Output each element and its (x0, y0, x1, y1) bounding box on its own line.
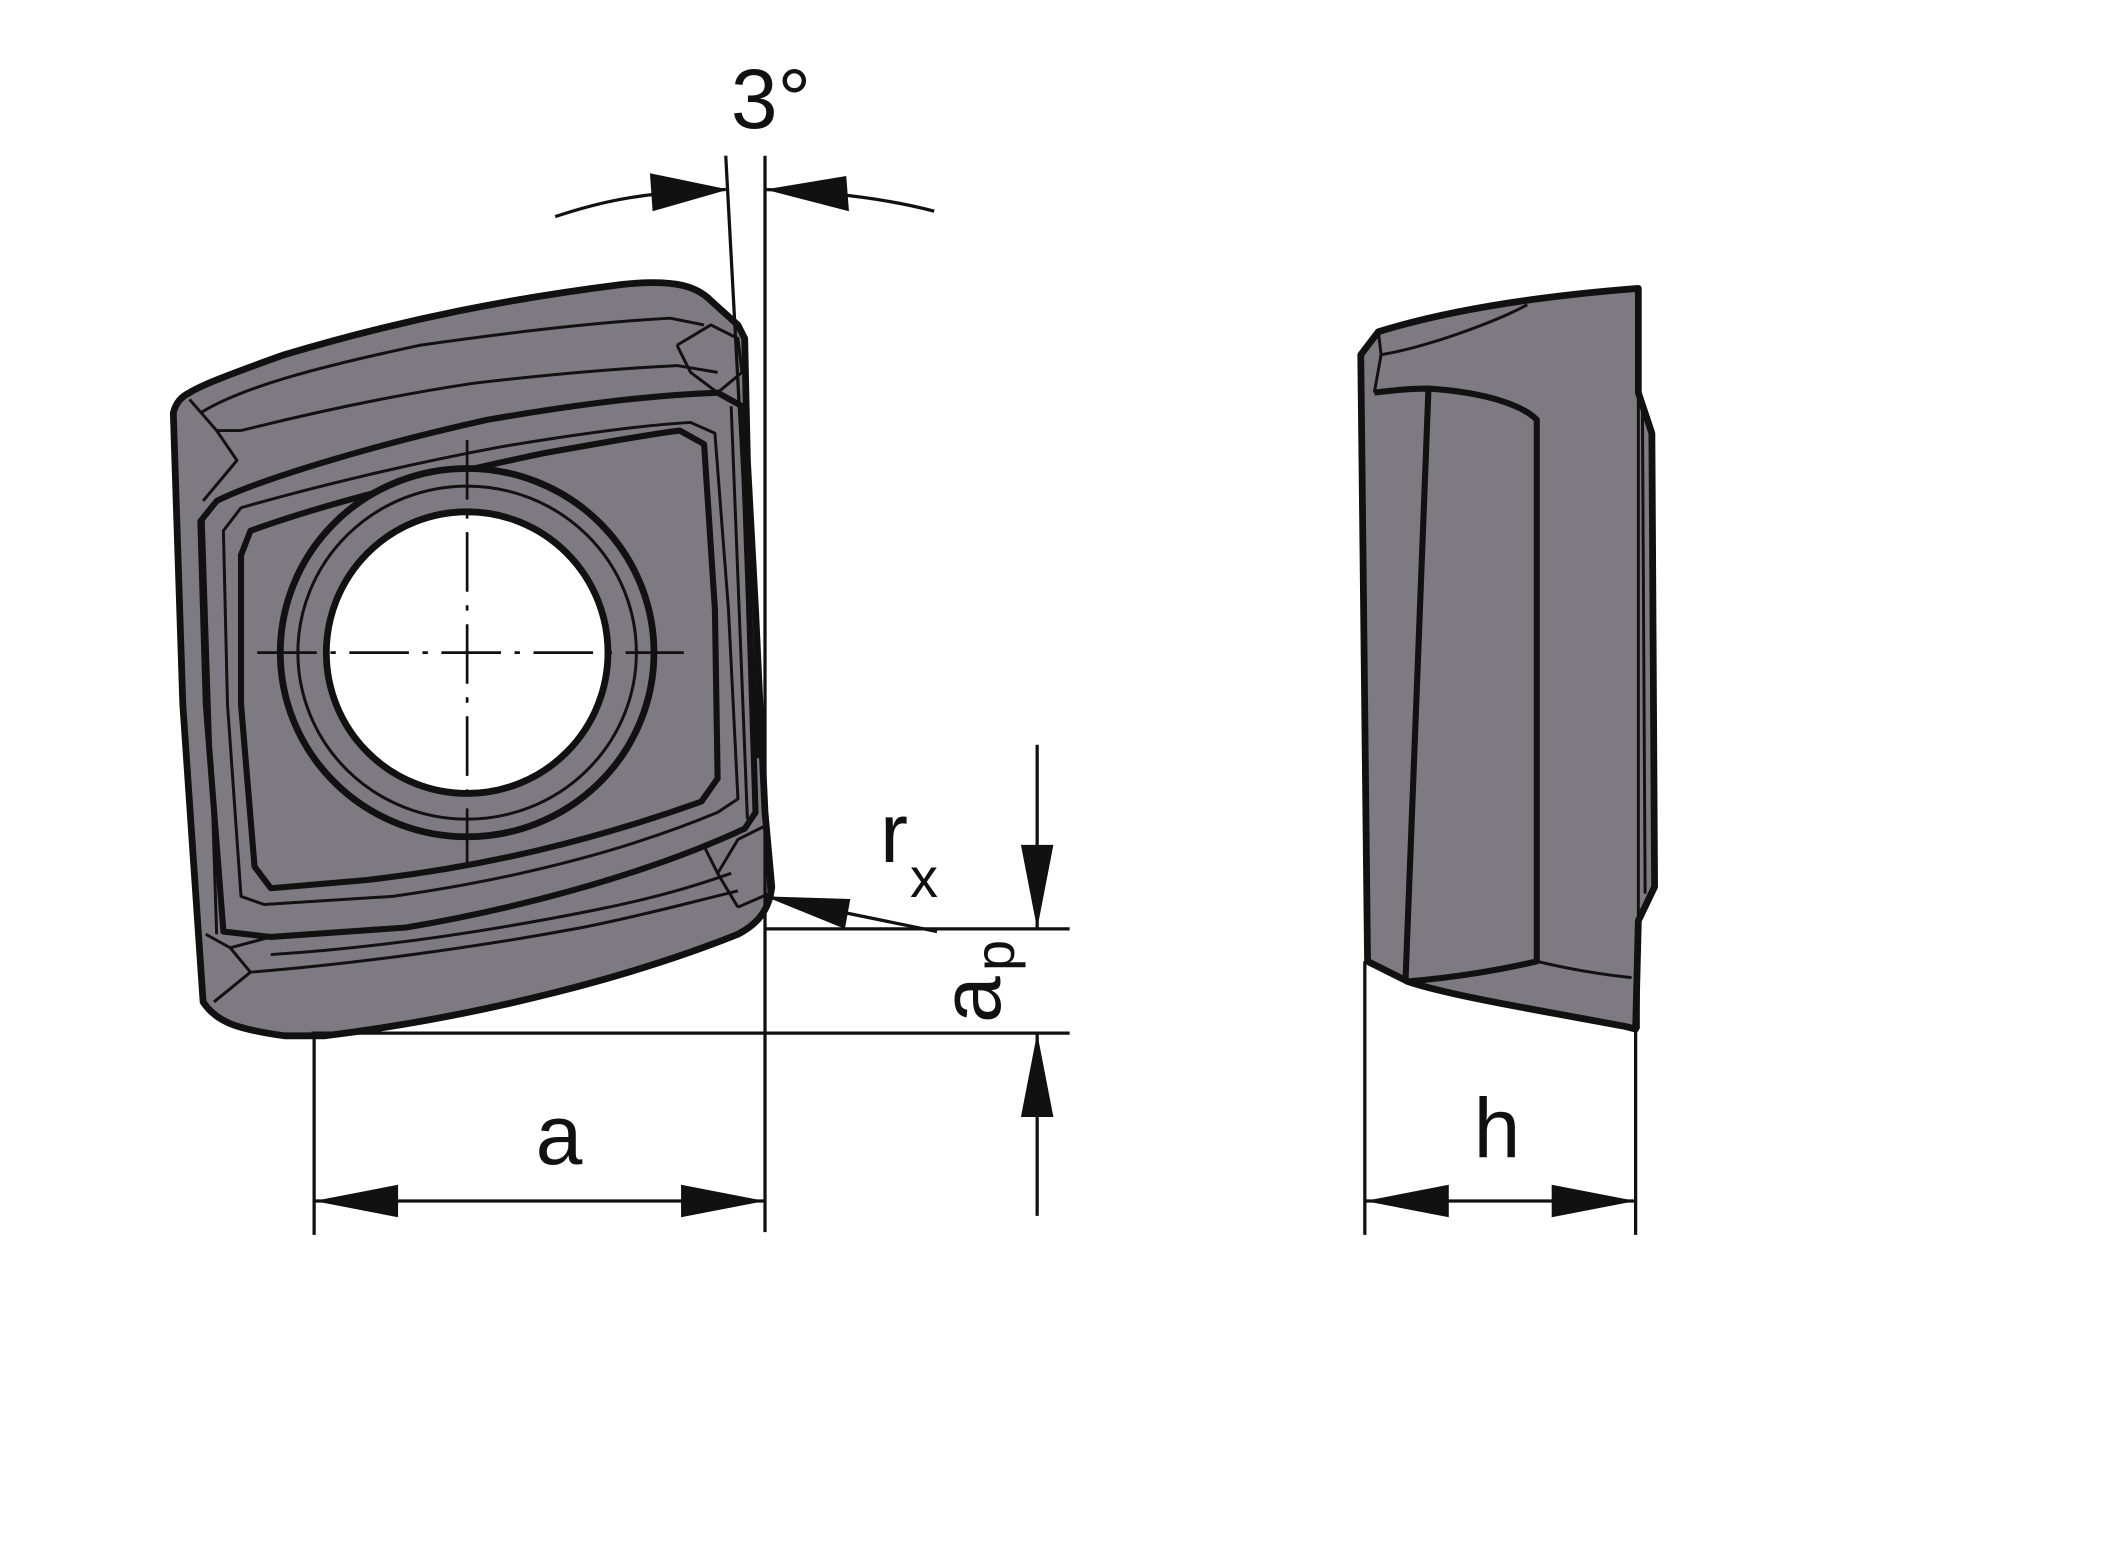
side-top-chamfer-2 (1372, 354, 1383, 393)
corner-facet-bl2 (229, 935, 272, 950)
angle-arrow-right (765, 176, 849, 212)
width-label: a (536, 1088, 583, 1182)
bottom-band-2 (270, 871, 732, 957)
insert-front-view (169, 155, 1070, 1235)
top-band-inner (240, 364, 718, 433)
a-arrow-right (681, 1184, 766, 1218)
depth-label: a (924, 976, 1018, 1023)
depth-of-cut-label: a p (924, 940, 1026, 1023)
bottom-band (250, 889, 739, 974)
thickness-label: h (1474, 1081, 1521, 1175)
angle-arrow-left (649, 173, 729, 212)
side-rake-face (1373, 385, 1540, 985)
top-rake-band (199, 316, 705, 415)
insert-side-outline (1357, 285, 1658, 1033)
side-right-step-2 (1640, 406, 1647, 894)
side-bottom-chamfer (1536, 959, 1632, 980)
corner-radius-label: r (880, 786, 908, 880)
insert-side-view (1357, 285, 1658, 1235)
corner-facet-bl (205, 932, 252, 1004)
side-top-chamfer (1376, 303, 1529, 357)
angle-ref-line-tilted (724, 155, 760, 759)
h-arrow-right (1551, 1184, 1636, 1218)
left-band-line (201, 514, 219, 935)
corner-radius-subscript: x (910, 846, 938, 909)
ap-arrow-top (1020, 844, 1054, 929)
h-arrow-left (1364, 1184, 1449, 1218)
corner-facet-tl (188, 398, 239, 502)
rx-arrow (765, 896, 851, 929)
depth-subscript: p (963, 940, 1026, 971)
corner-facet-br2 (702, 845, 740, 908)
right-band-line (729, 406, 749, 820)
corner-facet-tr (676, 323, 744, 394)
chip-groove-inner (221, 420, 740, 906)
ap-arrow-bottom (1020, 1033, 1054, 1118)
chip-groove-outer (197, 389, 759, 941)
a-arrow-left (314, 1184, 399, 1218)
angle-label: 3° (731, 52, 811, 146)
corner-facet-tr2 (675, 344, 719, 394)
side-flank-line (1402, 388, 1432, 982)
